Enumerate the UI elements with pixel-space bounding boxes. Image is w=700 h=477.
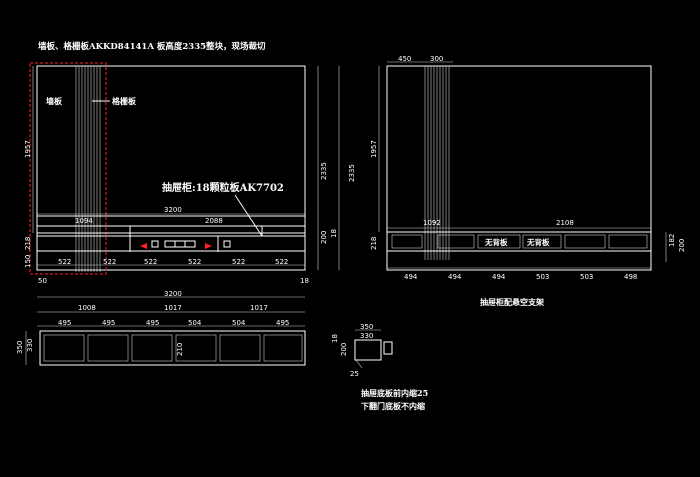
red-marker-right	[205, 243, 212, 249]
svg-text:495: 495	[58, 319, 71, 327]
right-grille-bars	[424, 66, 450, 260]
svg-text:3200: 3200	[164, 206, 182, 214]
svg-text:504: 504	[188, 319, 202, 327]
svg-text:498: 498	[624, 273, 637, 281]
right-wall-outline	[386, 65, 652, 271]
svg-text:1092: 1092	[423, 219, 441, 227]
svg-text:504: 504	[232, 319, 246, 327]
svg-text:200: 200	[678, 239, 686, 252]
drawer-cabinet-label: 抽屉柜:18颗粒板AK7702	[162, 181, 284, 194]
red-marker-left	[140, 243, 147, 249]
svg-text:522: 522	[188, 258, 201, 266]
svg-text:494: 494	[492, 273, 506, 281]
svg-text:150: 150	[24, 255, 32, 268]
svg-text:494: 494	[404, 273, 418, 281]
svg-text:350: 350	[360, 323, 373, 331]
svg-text:18: 18	[300, 277, 309, 285]
no-back-label-2: 无背板	[526, 237, 550, 247]
bottom-note-line-2: 下翻门底板不内缩	[361, 401, 425, 411]
svg-text:182: 182	[668, 234, 676, 247]
svg-text:1017: 1017	[250, 304, 268, 312]
left-highlight-frame	[29, 62, 107, 275]
svg-text:200: 200	[320, 231, 328, 244]
right-elevation: 450 300 1092 2108 无背板 无背板 2335 1957 218 …	[338, 55, 686, 307]
svg-text:1094: 1094	[75, 217, 93, 225]
svg-text:522: 522	[144, 258, 157, 266]
svg-text:2335: 2335	[320, 162, 328, 180]
svg-text:218: 218	[370, 237, 378, 250]
svg-text:2108: 2108	[556, 219, 574, 227]
svg-text:503: 503	[580, 273, 593, 281]
left-elevation: 墙板 格栅板 抽屉柜:18颗粒板AK7702 1957 218 150 3200…	[24, 62, 338, 285]
wall-panel-label: 墙板	[46, 96, 63, 106]
bottom-note-line-1: 抽屉底板前内缩25	[361, 388, 428, 398]
svg-text:522: 522	[58, 258, 71, 266]
right-cabinet-band	[386, 231, 652, 252]
section-box	[354, 339, 382, 361]
left-wall-outline	[36, 65, 306, 271]
svg-text:495: 495	[276, 319, 289, 327]
left-grille-bars	[75, 66, 101, 272]
svg-text:200: 200	[340, 343, 348, 356]
svg-text:1957: 1957	[24, 140, 32, 158]
svg-text:218: 218	[24, 237, 32, 250]
svg-text:350: 350	[16, 341, 24, 354]
svg-text:1008: 1008	[78, 304, 96, 312]
drawer-section-detail: 350 330 200 18 25 抽屉底板前内缩25 下翻门底板不内缩	[331, 323, 428, 411]
svg-text:25: 25	[350, 370, 359, 378]
svg-text:495: 495	[146, 319, 159, 327]
svg-text:494: 494	[448, 273, 462, 281]
svg-text:3200: 3200	[164, 290, 182, 298]
svg-text:330: 330	[26, 339, 34, 352]
svg-text:50: 50	[38, 277, 47, 285]
svg-text:1957: 1957	[370, 140, 378, 158]
svg-text:18: 18	[330, 229, 338, 238]
svg-text:300: 300	[430, 55, 443, 63]
svg-text:495: 495	[102, 319, 115, 327]
svg-text:522: 522	[275, 258, 288, 266]
left-cabinet-band	[36, 232, 306, 252]
svg-text:210: 210	[176, 343, 184, 356]
svg-text:522: 522	[103, 258, 116, 266]
svg-text:330: 330	[360, 332, 373, 340]
drawing-title: 墙板、格栅板AKKD84141A 板高度2335整块，现场裁切	[38, 41, 266, 52]
svg-text:450: 450	[398, 55, 411, 63]
svg-text:2088: 2088	[205, 217, 223, 225]
support-note: 抽屉柜配悬空支架	[480, 297, 544, 307]
svg-text:2335: 2335	[348, 164, 356, 182]
drawer-plan: 3200 1008 1017 1017 495 495 495 504 504 …	[16, 290, 306, 366]
svg-text:503: 503	[536, 273, 549, 281]
no-back-label-1: 无背板	[484, 237, 508, 247]
drawer-plan-outline	[39, 330, 306, 366]
svg-text:1017: 1017	[164, 304, 182, 312]
svg-text:18: 18	[331, 334, 339, 343]
svg-text:522: 522	[232, 258, 245, 266]
grille-panel-label: 格栅板	[112, 96, 137, 106]
